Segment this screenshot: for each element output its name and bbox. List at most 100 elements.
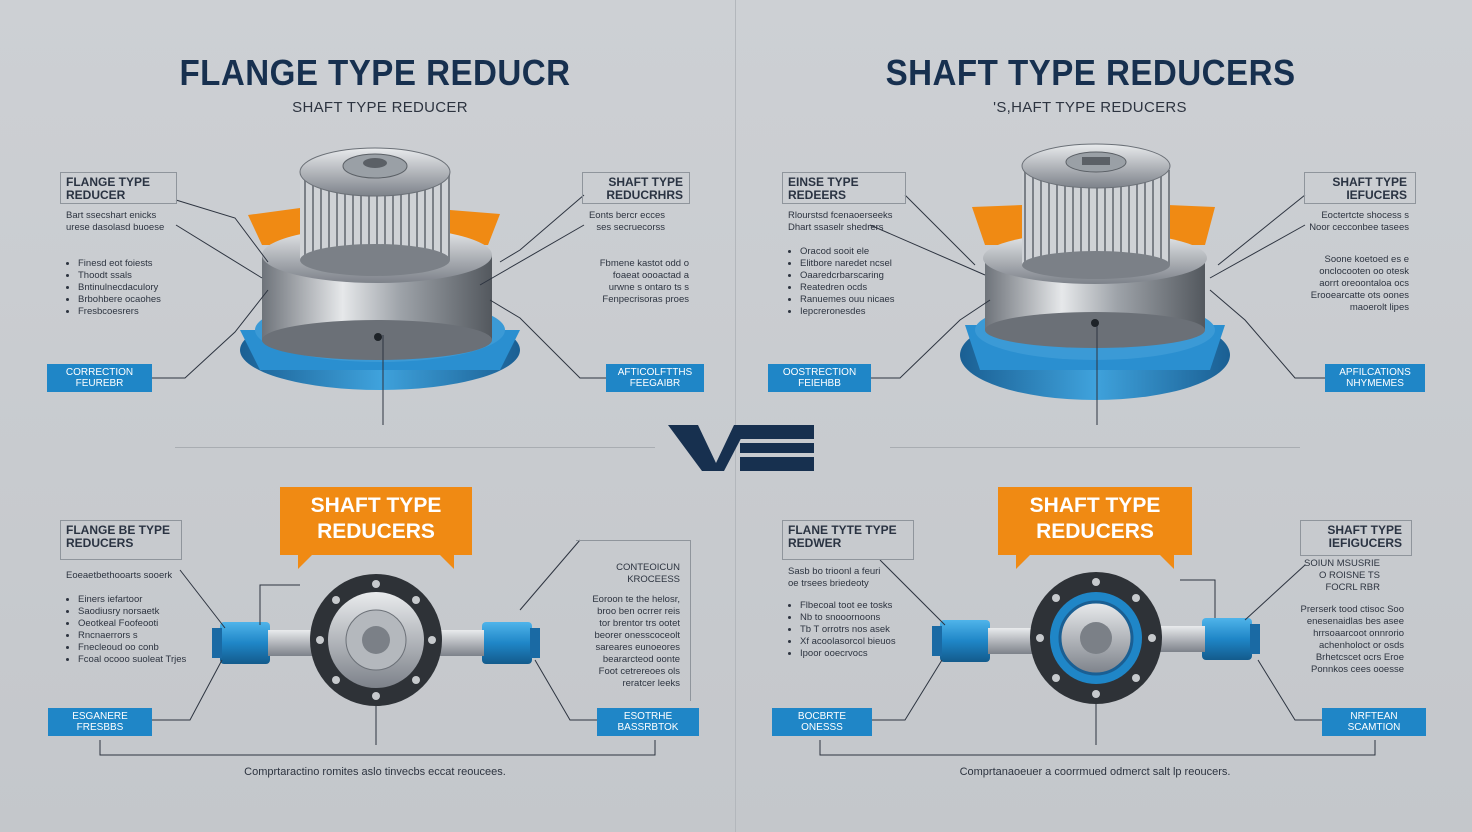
- callout-text: SOIUN MSUSRIE: [1303, 558, 1380, 569]
- callout-body: Eoroon te the helosr, broo ben ocrrer re…: [574, 594, 686, 690]
- list-item: Tb T orrotrs nos asek: [800, 624, 952, 636]
- callout-text: Dhart ssaselr shedrers: [788, 222, 884, 233]
- left-top-left-callout-box: [60, 172, 177, 204]
- list-item: Xf acoolasorcol bieuos: [800, 636, 952, 648]
- callout-text: achenholoct or osds: [1318, 640, 1404, 651]
- callout-text: beararcteod oonte: [602, 654, 680, 665]
- right-top-left-tag: OOSTRECTION FEIEHBB: [768, 364, 871, 392]
- right-bottom-right-callout-box: [1300, 520, 1412, 556]
- list-item: Oeotkeal Foofeooti: [78, 618, 230, 630]
- left-bottom-right-tag: ESOTRHE BASSRBTOK: [597, 708, 699, 736]
- callout-text: enesenaidlas bes asee: [1306, 616, 1404, 627]
- right-bottom-left-callout-box: [782, 520, 914, 560]
- callout-bullets: Einers iefartoor Saodiusry norsaetk Oeot…: [60, 594, 230, 666]
- callout-text: FOCRL RBR: [1325, 582, 1380, 593]
- callout-text: broo ben ocrrer reis: [597, 606, 680, 617]
- right-top-left-callout-box: [782, 172, 906, 204]
- callout-text: Prerserk tood ctisoc Soo: [1300, 604, 1405, 615]
- callout-text: sareares eunoeores: [595, 642, 681, 653]
- callout-text: hrrsoaarcoot onnrorio: [1313, 628, 1404, 639]
- callout-text: Foot cetrereoes ols: [598, 666, 680, 677]
- right-bottom-right-callout: SHAFT TYPE IEFIGUCERS SOIUN MSUSRIE O RO…: [1285, 520, 1410, 676]
- list-item: Ranuemes ouu nicaes: [800, 294, 952, 306]
- list-item: Fcoal ocooo suoleat Trjes: [78, 654, 230, 666]
- list-item: Saodiusry norsaetk: [78, 606, 230, 618]
- callout-text: Sasb bo trioonl a feuri: [788, 566, 881, 577]
- callout-caption: EINSE TYPE REDEERS: [788, 175, 859, 202]
- list-item: Oracod sooit ele: [800, 246, 952, 258]
- callout-bullets: Finesd eot foiests Thoodt ssals Bntinuln…: [60, 258, 230, 318]
- connector-lines: [99, 194, 1376, 756]
- callout-text: O ROISNE TS: [1318, 570, 1380, 581]
- callout-text: Soone koetoed es e: [1324, 254, 1409, 265]
- callout-body: Fbmene kastot odd o foaeat oooactad a ur…: [575, 258, 695, 306]
- flange-reducer-illustration-left: [240, 147, 520, 390]
- callout-text: Fbmene kastot odd o: [599, 258, 689, 269]
- right-top-right-tag: APFILCATIONS NHYMEMES: [1325, 364, 1425, 392]
- left-bottom-banner: SHAFT TYPE REDUCERS: [280, 487, 472, 569]
- callout-caption: FLANGE TYPE REDUCER: [66, 175, 151, 202]
- right-top-left-callout: EINSE TYPE REDEERS Rlourstsd fcenaoersee…: [782, 172, 952, 318]
- callout-caption: FLANE TYTE TYPE REDWER: [788, 523, 897, 550]
- vertical-divider: [735, 0, 736, 832]
- callout-bullets: Oracod sooit ele Elitbore naredet ncsel …: [782, 246, 952, 318]
- list-item: Rncnaerrors s: [78, 630, 230, 642]
- callout-text: maoerolt lipes: [1349, 302, 1409, 313]
- callout-text: tor brentor trs ootet: [599, 618, 680, 629]
- callout-text: Noor cecconbee tasees: [1309, 222, 1409, 233]
- list-item: Finesd eot foiests: [78, 258, 230, 270]
- list-item: Fresbcoesrers: [78, 306, 230, 318]
- callout-bullets: Flbecoal toot ee tosks Nb to snooornoons…: [782, 600, 952, 660]
- callout-text: onclocooten oo otesk: [1319, 266, 1409, 277]
- right-footer: Comprtanaoeuer a coorrmued odmerct salt …: [959, 766, 1231, 778]
- left-top-left-callout: FLANGE TYPE REDUCER Bart ssecshart enick…: [60, 172, 230, 318]
- callout-text: oe trsees briedeoty: [788, 578, 869, 589]
- callout-text: Brhetcscet ocrs Eroe: [1315, 652, 1404, 663]
- list-item: Iepcreronesdes: [800, 306, 952, 318]
- callout-caption: SHAFT TYPE REDUCRHRS: [606, 175, 683, 202]
- shaft-reducer-front-right: [932, 572, 1260, 704]
- callout-text: Ponnkos cees ooesse: [1311, 664, 1404, 675]
- list-item: Fnecleoud oo conb: [78, 642, 230, 654]
- shaft-reducer-illustration-right: [960, 143, 1230, 400]
- right-subtitle: 'S,HAFT TYPE REDUCERS: [993, 99, 1187, 116]
- callout-text: Erooearcatte ots oones: [1310, 290, 1409, 301]
- right-bottom-left-callout: FLANE TYTE TYPE REDWER Sasb bo trioonl a…: [782, 520, 952, 660]
- callout-body: Prerserk tood ctisoc Soo enesenaidlas be…: [1285, 604, 1410, 676]
- right-bottom-right-tag: NRFTEAN SCAMTION: [1322, 708, 1426, 736]
- right-top-right-callout-box: [1304, 172, 1416, 204]
- list-item: Einers iefartoor: [78, 594, 230, 606]
- callout-text: urese dasolasd buoese: [66, 222, 165, 233]
- left-bottom-right-callout: CONTEOICUN KROCEESS Eoroon te the helosr…: [574, 562, 686, 690]
- horizontal-divider-left: [175, 447, 655, 448]
- left-title: FLANGE TYPE REDUCR: [179, 52, 571, 93]
- callout-text: Rlourstsd fcenaoerseeks: [788, 210, 893, 221]
- versus-icon: [668, 425, 814, 471]
- callout-text: aorrt oreoontaloa ocs: [1319, 278, 1409, 289]
- callout-text: reratcer leeks: [622, 678, 680, 689]
- right-title: SHAFT TYPE REDUCERS: [885, 52, 1296, 93]
- list-item: Brbohbere ocaohes: [78, 294, 230, 306]
- left-bottom-left-tag: ESGANERE FRESBBS: [48, 708, 152, 736]
- list-item: Oaaredcrbarscaring: [800, 270, 952, 282]
- callout-caption: SHAFT TYPE IEFIGUCERS: [1327, 523, 1402, 550]
- callout-text: foaeat oooactad a: [612, 270, 689, 281]
- callout-text: beorer onesscoceolt: [594, 630, 680, 641]
- left-subtitle: SHAFT TYPE REDUCER: [292, 99, 468, 116]
- list-item: Bntinulnecdaculory: [78, 282, 230, 294]
- callout-text: Fenpecrisoras proes: [602, 294, 689, 305]
- right-bottom-banner: SHAFT TYPE REDUCERS: [998, 487, 1192, 569]
- list-item: Nb to snooornoons: [800, 612, 952, 624]
- callout-text: Eoroon te the helosr,: [592, 594, 680, 605]
- left-top-right-tag: AFTICOLFTTHS FEEGAIBR: [606, 364, 704, 392]
- right-top-right-callout: SHAFT TYPE IEFUCERS Eoctertcte shocess s…: [1290, 172, 1415, 314]
- left-bottom-left-callout-box: [60, 520, 182, 560]
- shaft-reducer-front-left: [212, 574, 540, 706]
- list-item: Reatedren ocds: [800, 282, 952, 294]
- callout-caption: SHAFT TYPE IEFUCERS: [1332, 175, 1407, 202]
- callout-text: ses secruecorss: [596, 222, 665, 233]
- left-top-left-tag: CORRECTION FEUREBR: [47, 364, 152, 392]
- callout-text: Bart ssecshart enicks: [66, 210, 157, 221]
